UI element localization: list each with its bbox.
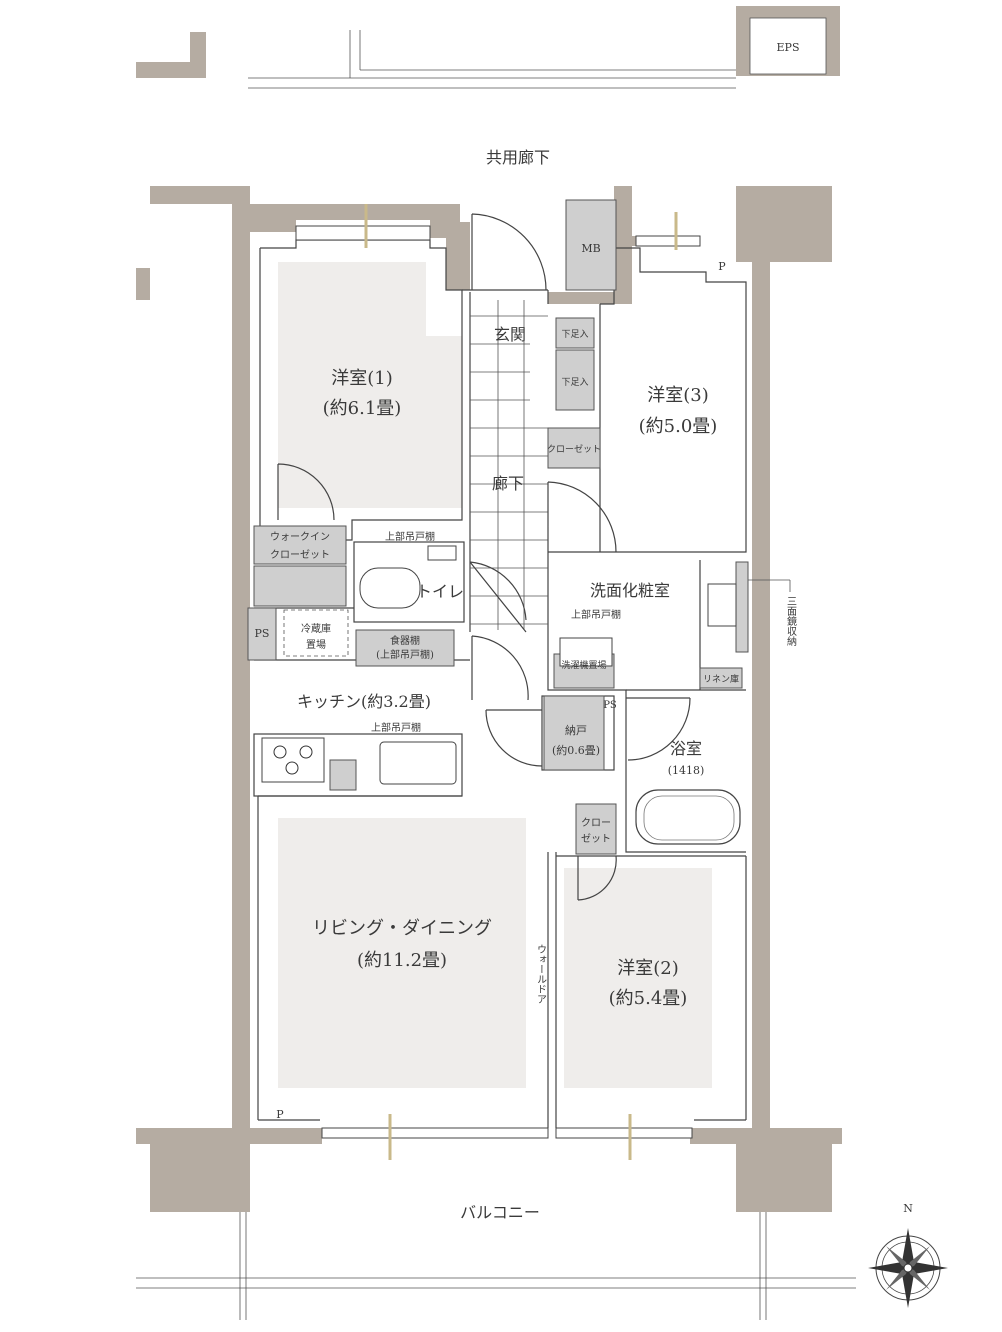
closet-2 <box>575 803 617 855</box>
eps-label: EPS <box>777 41 800 54</box>
entrance-label: 玄関 <box>494 325 526 344</box>
compass-icon <box>868 1228 948 1308</box>
fridge-space <box>283 609 349 657</box>
walk-in-closet-label-1: ウォークイン <box>270 531 330 543</box>
western-room-2-name: 洋室(2) <box>617 958 679 979</box>
linen-closet-label: リネン庫 <box>703 673 739 685</box>
mirror-cabinet <box>735 561 749 653</box>
mb-label: MB <box>581 242 600 255</box>
linen-closet <box>699 667 743 689</box>
closet-2-label-1: クロー <box>581 817 611 829</box>
fridge-label-2: 置場 <box>306 638 326 651</box>
kitchen-label: キッチン(約3.2畳) <box>297 692 431 711</box>
bathtub <box>635 789 741 845</box>
hallway-label: 廊下 <box>492 474 524 493</box>
living-dining-size: (約11.2畳) <box>357 950 447 971</box>
bathroom-name: 浴室 <box>670 739 702 758</box>
stove <box>261 737 325 783</box>
wall-door-label: ウォールドア <box>535 944 547 1004</box>
balcony-label: バルコニー <box>460 1203 540 1222</box>
kitchen-counter-box <box>329 759 357 791</box>
pipe-label-2: P <box>276 1108 284 1121</box>
toilet-label: トイレ <box>416 582 464 601</box>
shoe-cabinet-2 <box>555 349 595 411</box>
western-room-2-floor <box>564 868 712 1088</box>
dish-cabinet <box>355 629 455 667</box>
shoe-cabinet-2-label: 下足入 <box>561 377 588 388</box>
washroom-label: 洗面化粧室 <box>590 581 670 600</box>
western-room-2-size: (約5.4畳) <box>609 988 688 1009</box>
windows <box>295 225 701 1139</box>
balcony-structure <box>136 1212 856 1320</box>
structural-walls <box>136 186 842 1212</box>
room-floors <box>278 262 712 1088</box>
living-floor <box>278 818 526 1088</box>
closet-3-label: クローゼット <box>547 443 601 455</box>
stove-burners-icon <box>273 745 313 775</box>
western-room-1-floor <box>278 262 462 508</box>
ps-label-1: PS <box>255 627 270 640</box>
shoe-cabinet-1 <box>555 317 595 349</box>
kitchen-upper-shelf-label: 上部吊戸棚 <box>371 721 421 734</box>
toilet-upper-shelf-label: 上部吊戸棚 <box>385 530 435 543</box>
ventilation-icons <box>364 204 678 1160</box>
western-room-1-size: (約6.1畳) <box>323 398 402 419</box>
dish-cabinet-label-2: (上部吊戸棚) <box>376 648 434 661</box>
kitchen-sink <box>379 741 457 785</box>
walk-in-closet-label-2: クローゼット <box>270 549 330 561</box>
dish-cabinet-label-1: 食器棚 <box>390 634 420 647</box>
walk-in-closet <box>253 525 347 565</box>
fixtures <box>247 199 749 855</box>
fridge-label-1: 冷蔵庫 <box>301 622 331 635</box>
corridor-label: 共用廊下 <box>486 148 550 167</box>
storage-size: (約0.6畳) <box>552 743 600 757</box>
mb-closet <box>565 199 617 291</box>
washer <box>559 637 613 667</box>
doors <box>277 213 691 901</box>
storage-name: 納戸 <box>565 724 587 737</box>
mirror-cabinet-label: 三面鏡収納 <box>785 596 797 647</box>
western-room-3-name: 洋室(3) <box>647 385 709 406</box>
living-dining-name: リビング・ダイニング <box>312 918 492 939</box>
washer-space-label: 洗濯機置場 <box>561 659 606 671</box>
ps-shaft <box>247 607 277 661</box>
western-room-3-size: (約5.0畳) <box>639 416 718 437</box>
north-label: N <box>903 1202 913 1215</box>
storage-closet <box>543 695 605 771</box>
ps-label-2: PS <box>603 700 617 711</box>
western-room-1-name: 洋室(1) <box>331 368 393 389</box>
walk-in-closet-lower <box>253 565 347 607</box>
closet-3 <box>547 427 601 469</box>
pipe-label-1: P <box>718 260 726 273</box>
wash-upper-shelf-label: 上部吊戸棚 <box>571 608 621 621</box>
closet-2-label-2: ゼット <box>581 833 611 845</box>
bathroom-size: (1418) <box>668 764 705 777</box>
toilet-tank <box>427 545 457 561</box>
top-structure <box>136 6 840 89</box>
wash-basin <box>707 583 737 627</box>
toilet-fixture <box>359 567 421 609</box>
shoe-cabinet-1-label: 下足入 <box>561 329 588 340</box>
